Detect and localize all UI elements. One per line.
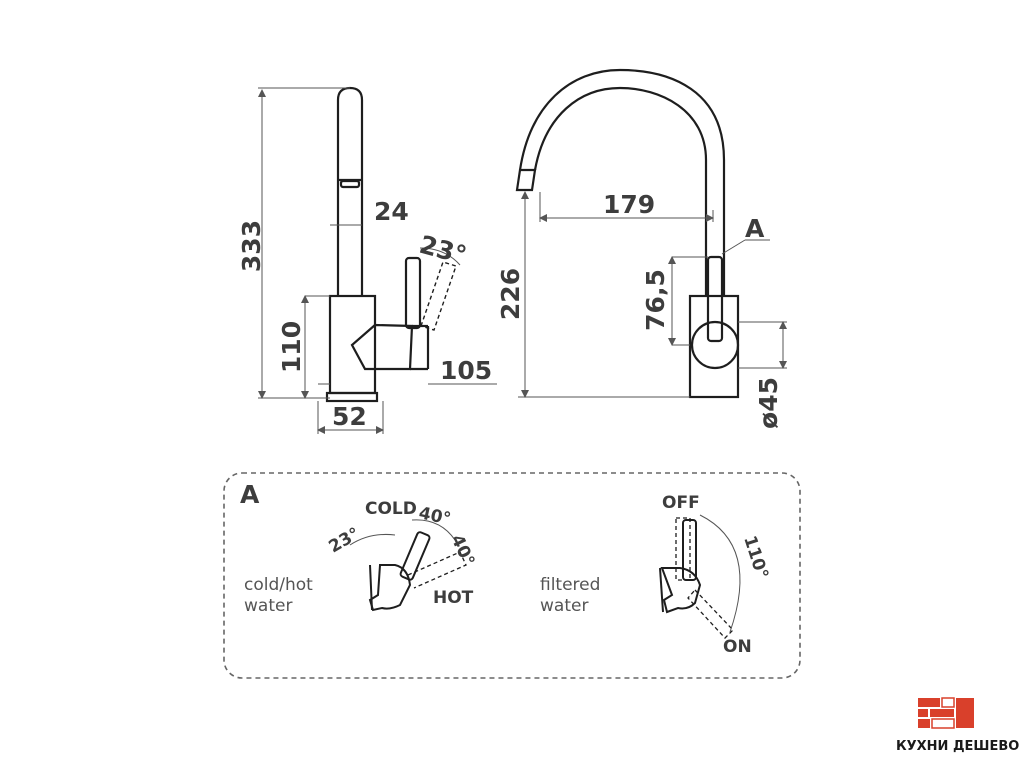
dim-body-height: 110 (277, 321, 306, 373)
front-lever-handle (404, 256, 422, 330)
label-hot: HOT (433, 588, 474, 608)
cold-hot-diagram (349, 519, 467, 612)
dim-spout-height: 226 (496, 268, 525, 320)
logo-text: КУХНИ ДЕШЕВО (896, 739, 1019, 754)
angle-top-cold-hot: 40° (417, 503, 453, 529)
front-dimensions (258, 87, 497, 434)
side-dimension-labels: 179 A 226 76,5 ø45 (496, 190, 783, 429)
label-off: OFF (662, 493, 700, 513)
side-view (515, 68, 740, 399)
kitchen-cabinet-icon (918, 697, 974, 729)
detail-a-frame (223, 472, 801, 679)
label-on: ON (723, 637, 752, 657)
front-lever-tilted (420, 261, 457, 331)
caption-cold-hot-line2: water (244, 596, 292, 616)
filtered-diagram (659, 514, 741, 639)
side-spout-gooseneck (533, 86, 708, 296)
cold-hot-lever (399, 531, 431, 581)
caption-cold-hot-line1: cold/hot (244, 575, 313, 595)
detail-a-title: A (240, 480, 260, 509)
dim-height-total: 333 (237, 220, 266, 272)
detail-marker-a: A (745, 214, 765, 243)
brand-logo: КУХНИ ДЕШЕВО (896, 697, 1019, 754)
angle-filtered: 110° (739, 533, 772, 581)
angle-left-cold-hot: 23° (326, 524, 364, 557)
front-lever-housing (350, 323, 414, 371)
side-dimensions (518, 191, 787, 398)
dim-base-width: 52 (332, 402, 367, 431)
label-cold: COLD (365, 499, 417, 519)
side-lever-handle (706, 255, 724, 343)
front-base (325, 391, 379, 403)
angle-right-cold-hot: 40° (446, 532, 478, 570)
dim-spout-diameter: 24 (374, 197, 409, 226)
caption-filtered-line1: filtered (540, 575, 600, 595)
side-body (688, 294, 740, 399)
dim-base-diameter: ø45 (754, 377, 783, 429)
dim-lever-height: 76,5 (641, 269, 670, 331)
caption-filtered-line2: water (540, 596, 588, 616)
side-aerator (515, 168, 537, 192)
detail-a-panel: A COLD HOT 23° 40° 40° cold/hot water OF… (223, 472, 801, 679)
front-aerator (339, 179, 361, 189)
dim-lever-reach: 105 (440, 356, 492, 385)
front-dimension-labels: 333 24 23° 110 52 105 (237, 197, 492, 431)
front-spout-tube (336, 86, 364, 296)
dim-lever-angle: 23° (416, 230, 469, 270)
dim-spout-reach: 179 (603, 190, 655, 219)
side-lever-knob (690, 320, 740, 370)
